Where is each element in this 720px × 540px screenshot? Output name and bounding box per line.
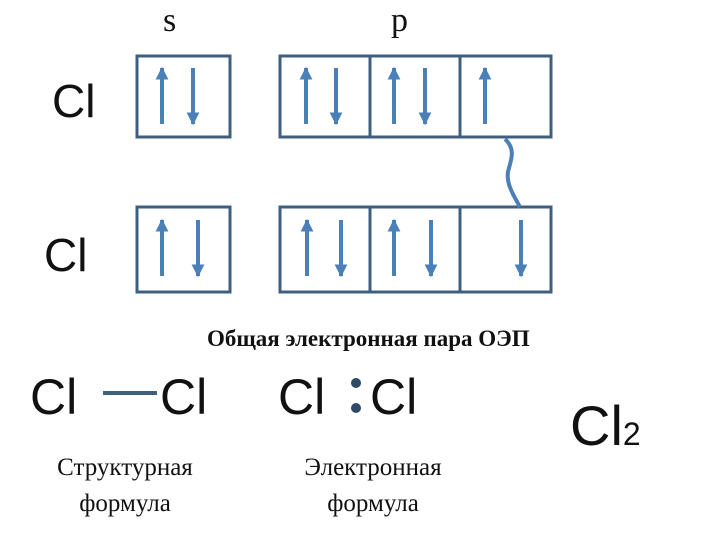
structural-caption-line2: формула <box>79 490 171 517</box>
electronic-right-atom: Cl <box>370 369 418 425</box>
top-p-orbital-box-3 <box>458 54 553 139</box>
molecule-subscript: 2 <box>622 416 641 452</box>
top-s-orbital-box <box>135 54 232 139</box>
structural-caption: Структурная формула <box>20 450 230 522</box>
electron-pair-dot-bottom <box>351 403 361 413</box>
structural-left-atom: Cl <box>30 369 78 425</box>
electronic-caption-line1: Электронная <box>304 454 442 481</box>
top-p-orbital-box-2 <box>368 54 462 139</box>
structural-caption-line1: Структурная <box>57 454 193 481</box>
electronic-left-atom: Cl <box>278 369 326 425</box>
bottom-p-orbital-box-3 <box>458 205 553 294</box>
bottom-atom-label: Cl <box>44 229 88 281</box>
electron-pair-dot-top <box>351 378 361 388</box>
structural-right-atom: Cl <box>160 369 208 425</box>
bond-connector-line <box>503 137 522 208</box>
top-p-orbital-box-1 <box>278 54 372 139</box>
shared-pair-label: Общая электронная пара ОЭП <box>207 326 530 351</box>
electronic-caption: Электронная формула <box>268 450 478 522</box>
p-sublevel-label: p <box>391 2 408 39</box>
s-sublevel-label: s <box>163 2 177 39</box>
molecule-formula: Cl2 <box>570 398 641 454</box>
electronic-caption-line2: формула <box>327 490 419 517</box>
bottom-s-orbital-box <box>135 205 232 294</box>
bottom-p-orbital-box-2 <box>368 205 462 294</box>
top-atom-label: Cl <box>52 75 96 127</box>
molecule-symbol: Cl <box>570 394 623 457</box>
bottom-p-orbital-box-1 <box>278 205 372 294</box>
